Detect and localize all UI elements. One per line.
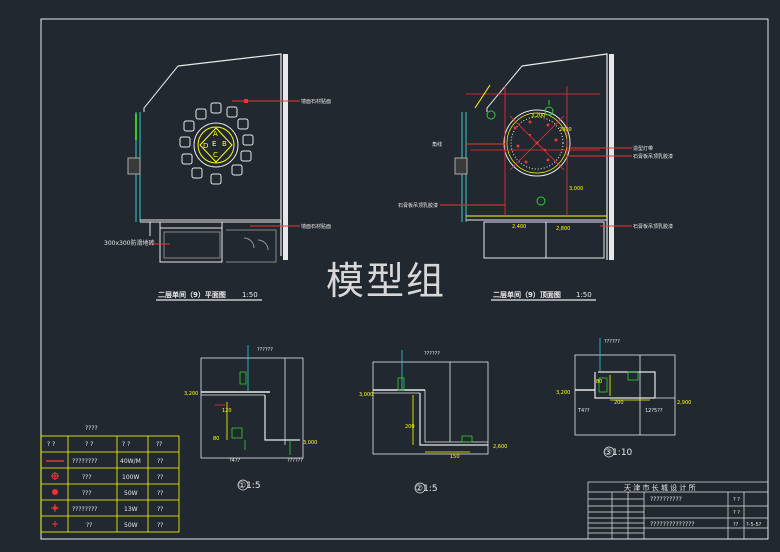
ceiling-dim-3200: 3,200	[531, 113, 545, 119]
plan-title: 二层单间（9）平面图 1:50	[156, 290, 262, 301]
ceiling-view	[440, 53, 632, 260]
detail-3-elev-left: 3,200	[556, 390, 570, 396]
legend-text: ? ? ? ? ? ? ?? ???????? 40W/M ?? ??? 100…	[47, 441, 163, 529]
detail-3-bottom-note-a: T4??	[577, 408, 590, 414]
ceiling-callout-right-1: 造型灯带	[633, 145, 653, 152]
legend-title: ????	[85, 425, 98, 432]
legend-symbols	[46, 460, 64, 527]
legend-row-2-qty: ??	[157, 474, 163, 481]
ceiling-dimensions: 3,200 2000 3,000 2,400 2,800	[512, 113, 583, 232]
watermark-text: 模型组	[326, 259, 447, 303]
plan-view	[127, 53, 300, 263]
legend-row-1-qty: ??	[157, 458, 163, 465]
detail-1-bottom-note-b: ??????	[287, 458, 303, 464]
legend-row-4-watt: 13W	[124, 506, 138, 513]
detail-2-top-note: ??????	[424, 351, 440, 357]
plan-callout-3: 300x300防滑地砖	[104, 239, 154, 247]
ceiling-callout-right-3: 石膏板吊顶乳胶漆	[633, 223, 673, 230]
title-block-field-a: ? ?	[733, 497, 740, 503]
detail-3-dim-b: 200	[614, 400, 624, 406]
drawing-frame	[40, 18, 769, 540]
detail-3-elev-right: 2,900	[677, 400, 691, 406]
legend-row-3-watt: 50W	[124, 490, 138, 497]
plan-label-b: B	[222, 140, 227, 148]
ceiling-scale-text: 1:50	[576, 291, 592, 299]
title-block-field-c: ??	[733, 522, 739, 528]
detail-3-bottom-note-b: 12?5??	[645, 408, 663, 414]
detail-2-elev-right: 2,600	[493, 444, 507, 450]
ceiling-dim-2000: 2000	[559, 127, 572, 133]
ceiling-callout-left-bottom: 石膏板吊顶乳胶漆	[398, 202, 438, 209]
legend-row-3-name: ???	[82, 490, 92, 497]
legend-row-5-qty: ??	[157, 522, 163, 529]
ceiling-dim-2400: 2,400	[512, 224, 526, 230]
legend-row-1-watt: 40W/M	[120, 458, 141, 465]
detail-1-bottom-note-a: ?4??	[229, 458, 240, 464]
title-block	[587, 481, 769, 540]
detail-1-elev-left: 3,200	[184, 391, 198, 397]
title-block-project: ??????????	[650, 496, 682, 503]
title-block-field-b: ? ?	[733, 510, 740, 516]
detail-2-number-circle	[414, 482, 426, 494]
detail-3-number-circle	[603, 446, 615, 458]
detail-1-dim-a: 120	[222, 408, 232, 414]
ceiling-callout-left-top: 角线	[432, 141, 442, 148]
detail-1-number-circle	[237, 479, 249, 491]
detail-1-label: ①1:5	[238, 481, 261, 491]
legend-header-watt: ? ?	[122, 441, 130, 448]
detail-1	[200, 345, 304, 459]
detail-3-dim-a: 80	[596, 379, 602, 385]
plan-table-labels: A B C D E	[203, 130, 227, 159]
plan-label-d: D	[203, 142, 208, 150]
legend-header-qty: ??	[156, 441, 162, 448]
legend-row-1-name: ????????	[72, 458, 97, 465]
detail-1-elev-right: 3,000	[303, 440, 317, 446]
legend-row-2-watt: 100W	[122, 474, 139, 481]
legend-row-4-qty: ??	[157, 506, 163, 513]
ceiling-callouts: 角线 石膏板吊顶乳胶漆 造型灯带 石膏板吊顶乳胶漆 石膏板吊顶乳胶漆	[398, 141, 673, 230]
detail-3-labels: 3,200 2,900 ?????? 80 200 T4?? 12?5??	[556, 339, 691, 414]
legend-row-2-name: ???	[82, 474, 92, 481]
detail-1-top-note: ??????	[257, 347, 273, 353]
plan-label-c: C	[213, 151, 218, 159]
legend-row-3-qty: ??	[157, 490, 163, 497]
plan-title-text: 二层单间（9）平面图	[158, 290, 226, 299]
plan-callout-2: 墙面石材贴面	[301, 223, 331, 230]
title-block-text: 天 津 市 长 城 设 计 所 ?????????? ?????????????…	[624, 483, 762, 528]
plan-label-a: A	[213, 130, 218, 138]
detail-3	[574, 338, 676, 436]
legend-row-4-name: ????????	[72, 506, 97, 513]
legend-table	[40, 435, 180, 533]
detail-3-top-note: ??????	[604, 339, 620, 345]
detail-2-dim-a: 200	[405, 424, 415, 430]
detail-2-labels: 3,000 2,600 ?????? 200 150	[359, 351, 507, 460]
legend-header-name: ? ?	[85, 441, 93, 448]
title-block-drawing: ??????????????	[650, 521, 695, 528]
legend-row-5-watt: 50W	[124, 522, 138, 529]
legend-header-symbol: ? ?	[47, 441, 55, 448]
ceiling-title-text: 二层单间（9）顶面图	[493, 290, 561, 299]
detail-2-label: ②1:5	[415, 484, 438, 494]
detail-2-dim-b: 150	[450, 454, 460, 460]
ceiling-title: 二层单间（9）顶面图 1:50	[491, 290, 596, 301]
detail-3-label: ③1:10	[604, 448, 633, 458]
legend-row-5-name: ??	[86, 522, 92, 529]
detail-1-dim-b: 80	[213, 436, 219, 442]
title-block-field-d: ?-5-5?	[746, 522, 762, 528]
ceiling-callout-right-2: 石膏板吊顶乳胶漆	[633, 153, 673, 160]
title-block-company: 天 津 市 长 城 设 计 所	[624, 483, 696, 492]
plan-callout-1: 墙面石材贴面	[301, 98, 331, 105]
detail-1-labels: 3,200 3,000 ?????? ?4?? ?????? 120 80	[184, 347, 317, 464]
plan-label-e: E	[212, 140, 216, 148]
plan-scale-text: 1:50	[242, 291, 258, 299]
detail-2-elev-left: 3,000	[359, 392, 373, 398]
ceiling-dim-2800: 2,800	[556, 226, 570, 232]
ceiling-dim-3000: 3,000	[569, 186, 583, 192]
detail-2	[372, 350, 489, 455]
